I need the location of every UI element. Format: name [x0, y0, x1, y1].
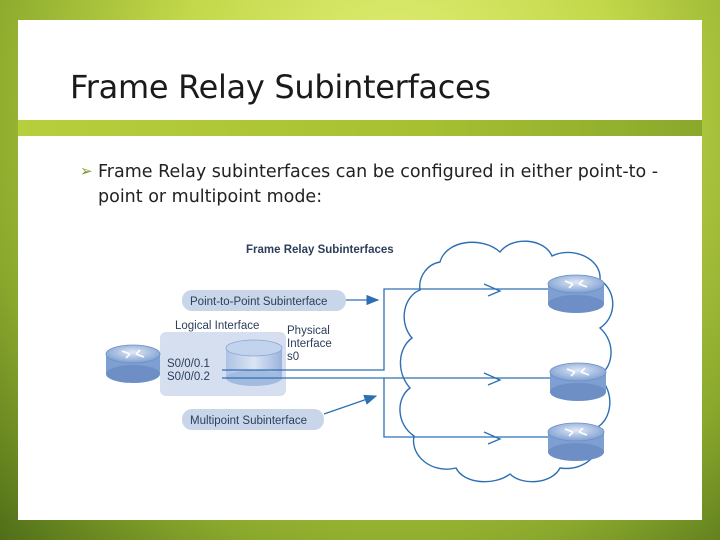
diagram-heading: Frame Relay Subinterfaces: [246, 244, 394, 256]
point-to-point-pill: [182, 290, 346, 311]
slide-title: Frame Relay Subinterfaces: [70, 68, 491, 106]
remote-router-bottom-icon: [547, 422, 605, 461]
subinterface-1-label: S0/0/0.1: [167, 358, 210, 370]
bullet-text: Frame Relay subinterfaces can be configu…: [98, 162, 659, 207]
logical-interface-label: Logical Interface: [175, 320, 259, 332]
physical-port-label: s0: [287, 351, 299, 363]
physical-label: Physical: [287, 325, 330, 337]
local-router-icon: [105, 344, 161, 383]
point-to-point-label: Point-to-Point Subinterface: [190, 296, 327, 308]
multipoint-arrow: [323, 394, 378, 415]
multipoint-label: Multipoint Subinterface: [190, 415, 307, 427]
subinterface-2-label: S0/0/0.2: [167, 371, 210, 383]
remote-router-middle-icon: [549, 362, 607, 401]
multipoint-pill: [182, 409, 324, 430]
bullet-arrow-icon: ➢: [80, 162, 93, 180]
remote-router-top-icon: [547, 274, 605, 313]
frame-relay-zigzags: [483, 283, 502, 445]
title-rule: [18, 120, 702, 136]
title-band: [18, 20, 702, 120]
physical-interface-cylinder-icon: [225, 339, 283, 386]
interface-label: Interface: [287, 338, 332, 350]
